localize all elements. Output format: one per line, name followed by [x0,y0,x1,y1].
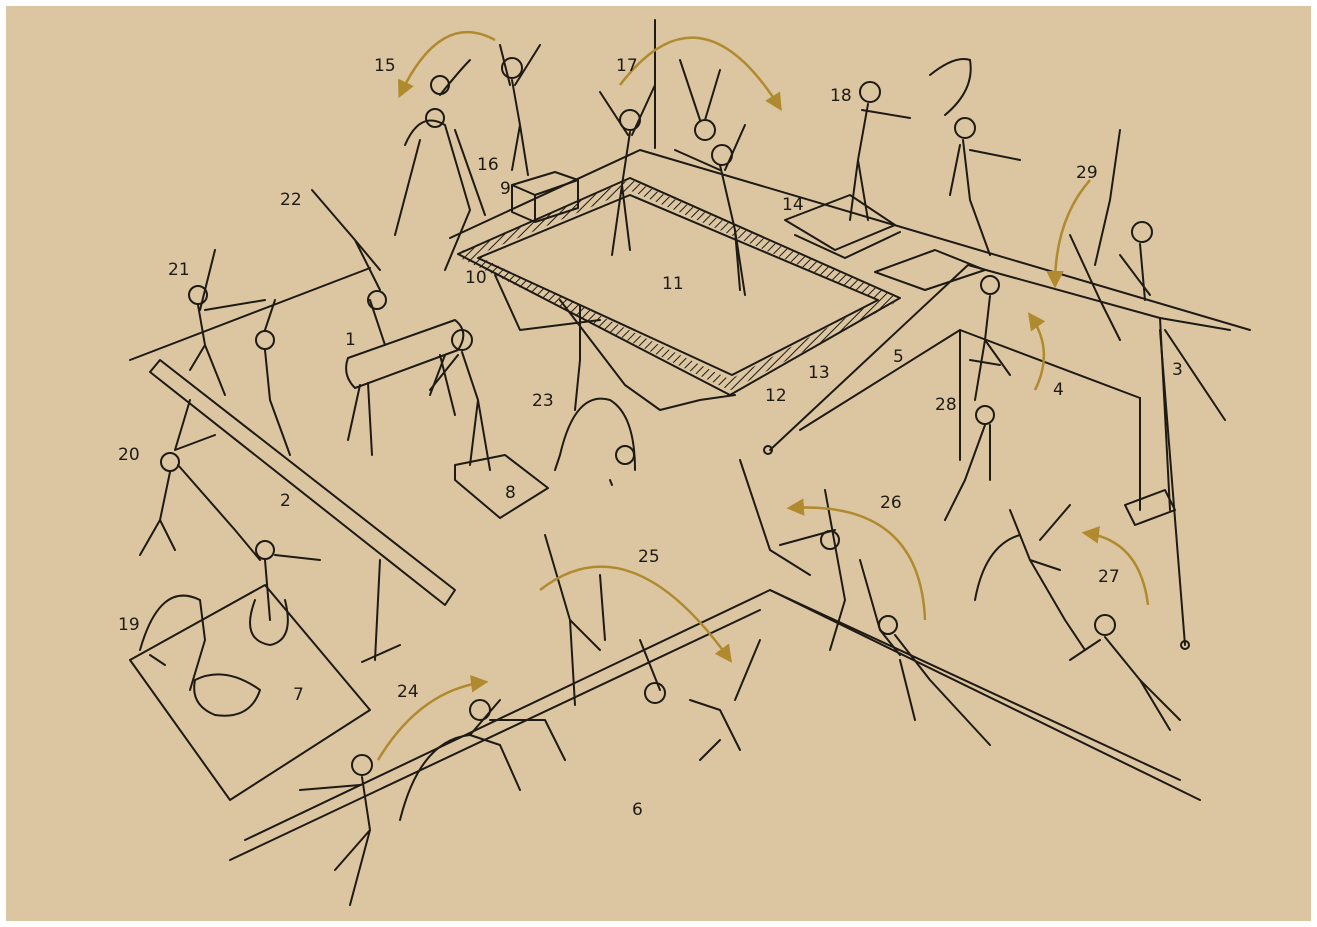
label-22: 22 [280,190,302,210]
label-28: 28 [935,395,957,415]
label-2: 2 [280,491,291,511]
label-23: 23 [532,391,554,411]
label-1: 1 [345,330,356,350]
label-11: 11 [662,274,684,294]
label-15: 15 [374,56,396,76]
label-13: 13 [808,363,830,383]
label-16: 16 [477,155,499,175]
background-panel [6,6,1311,921]
label-26: 26 [880,493,902,513]
label-14: 14 [782,195,804,215]
label-5: 5 [893,347,904,367]
label-12: 12 [765,386,787,406]
label-9: 9 [500,179,511,199]
label-19: 19 [118,615,140,635]
label-8: 8 [505,483,516,503]
label-20: 20 [118,445,140,465]
label-29: 29 [1076,163,1098,183]
label-18: 18 [830,86,852,106]
label-24: 24 [397,682,419,702]
label-21: 21 [168,260,190,280]
label-17: 17 [616,56,638,76]
label-7: 7 [293,685,304,705]
label-10: 10 [465,268,487,288]
label-6: 6 [632,800,643,820]
label-25: 25 [638,547,660,567]
label-3: 3 [1172,360,1183,380]
label-27: 27 [1098,567,1120,587]
label-4: 4 [1053,380,1064,400]
